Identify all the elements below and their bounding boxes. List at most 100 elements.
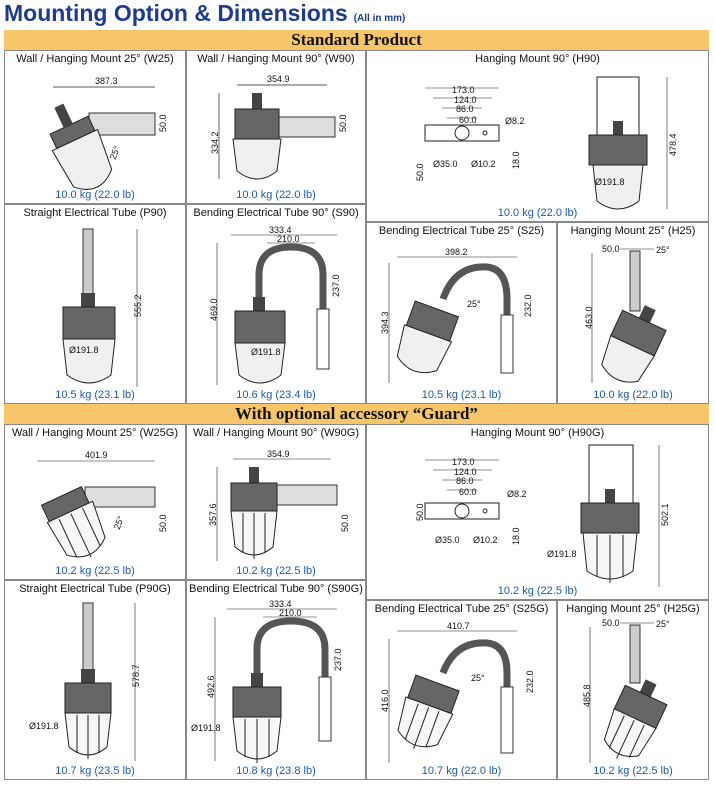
- svg-text:18.0: 18.0: [511, 151, 521, 169]
- weight-label: 10.2 kg (22.5 lb): [497, 585, 578, 597]
- svg-text:492.6: 492.6: [206, 675, 216, 698]
- cell-title: Wall / Hanging Mount 90° (W90G): [193, 427, 359, 439]
- svg-text:50.0: 50.0: [415, 503, 425, 521]
- weight-label: 10.5 kg (23.1 lb): [421, 389, 502, 401]
- page-title: Mounting Option & Dimensions (All in mm): [4, 0, 405, 28]
- cell-h25: Hanging Mount 25° (H25) 50.0 25° 463.0 1…: [557, 222, 709, 404]
- svg-text:578.7: 578.7: [131, 664, 141, 687]
- cell-h90: Hanging Mount 90° (H90) 173.0 124.0 86.0…: [366, 50, 709, 222]
- cell-title: Bending Electrical Tube 25° (S25G): [374, 603, 549, 615]
- svg-text:Ø10.2: Ø10.2: [473, 535, 498, 545]
- svg-text:124.0: 124.0: [454, 467, 477, 477]
- svg-text:18.0: 18.0: [511, 527, 521, 545]
- page-title-text: Mounting Option & Dimensions: [4, 0, 348, 26]
- svg-text:Ø35.0: Ø35.0: [433, 159, 458, 169]
- drawing-w90g: 354.9 50.0 357.6: [208, 449, 350, 561]
- units-note: (All in mm): [353, 13, 406, 24]
- cell-h90g: Hanging Mount 90° (H90G) 173.0 124.0 86.…: [366, 424, 709, 600]
- cell-w25g: Wall / Hanging Mount 25° (W25G) 401.9 50…: [4, 424, 186, 580]
- svg-text:232.0: 232.0: [525, 670, 535, 693]
- svg-text:401.9: 401.9: [85, 450, 108, 460]
- cell-s25: Bending Electrical Tube 25° (S25) 398.2 …: [366, 222, 557, 404]
- weight-label: 10.0 kg (22.0 lb): [497, 207, 578, 219]
- svg-text:25°: 25°: [112, 514, 126, 531]
- svg-text:333.4: 333.4: [269, 225, 292, 235]
- svg-text:485.8: 485.8: [582, 684, 592, 707]
- svg-text:210.0: 210.0: [277, 234, 300, 244]
- drawing-h25g: 50.0 25° 485.8: [582, 618, 670, 763]
- drawing-h90g: 173.0 124.0 86.0 60.0 Ø8.2 Ø35.0 Ø10.2 5…: [415, 444, 670, 587]
- section-header-standard: Standard Product: [4, 30, 709, 50]
- svg-text:25°: 25°: [471, 673, 485, 683]
- drawing-h25: 50.0 25° 463.0: [584, 244, 670, 383]
- svg-text:416.0: 416.0: [380, 689, 390, 712]
- svg-text:469.0: 469.0: [209, 298, 219, 321]
- svg-text:Ø191.8: Ø191.8: [191, 723, 221, 733]
- svg-text:173.0: 173.0: [452, 457, 475, 467]
- svg-text:60.0: 60.0: [459, 115, 477, 125]
- svg-text:25°: 25°: [656, 619, 670, 629]
- cell-title: Bending Electrical Tube 25° (S25): [378, 225, 545, 237]
- svg-text:50.0: 50.0: [338, 114, 348, 132]
- svg-text:387.3: 387.3: [95, 76, 118, 86]
- cell-title: Straight Electrical Tube (P90): [23, 207, 167, 219]
- cell-w90: Wall / Hanging Mount 90° (W90) 354.9 50.…: [186, 50, 366, 204]
- svg-text:86.0: 86.0: [456, 476, 474, 486]
- weight-label: 10.2 kg (22.5 lb): [593, 765, 673, 777]
- weight-label: 10.7 kg (22.0 lb): [421, 765, 502, 777]
- svg-text:463.0: 463.0: [584, 306, 594, 329]
- svg-text:237.0: 237.0: [333, 648, 343, 671]
- svg-text:237.0: 237.0: [331, 274, 341, 297]
- cell-p90g: Straight Electrical Tube (P90G) Ø191.8 5…: [4, 580, 186, 780]
- weight-label: 10.2 kg (22.5 lb): [55, 565, 135, 577]
- cell-title: Wall / Hanging Mount 25° (W25G): [12, 427, 178, 439]
- cell-title: Hanging Mount 25° (H25G): [566, 603, 700, 615]
- cell-s90: Bending Electrical Tube 90° (S90) 333.4 …: [186, 204, 366, 404]
- drawing-s90: 333.4 210.0 237.0 469.0 Ø191.8: [209, 225, 341, 385]
- cell-w25: Wall / Hanging Mount 25° (W25) 387.3 50.…: [4, 50, 186, 204]
- svg-text:25°: 25°: [108, 144, 122, 161]
- svg-text:210.0: 210.0: [279, 608, 302, 618]
- cell-s90g: Bending Electrical Tube 90° (S90G) 333.4…: [186, 580, 366, 780]
- svg-text:Ø191.8: Ø191.8: [547, 549, 577, 559]
- drawing-s90g: 333.4 210.0 237.0 492.6 Ø191.8: [191, 599, 343, 763]
- svg-text:60.0: 60.0: [459, 487, 477, 497]
- svg-text:Ø8.2: Ø8.2: [507, 489, 527, 499]
- cell-title: Straight Electrical Tube (P90G): [19, 583, 171, 595]
- cell-title: Bending Electrical Tube 90° (S90G): [189, 583, 363, 595]
- cell-title: Hanging Mount 90° (H90): [475, 53, 600, 65]
- cell-title: Wall / Hanging Mount 25° (W25): [16, 53, 174, 65]
- weight-label: 10.7 kg (23.5 lb): [55, 765, 135, 777]
- svg-text:Ø191.8: Ø191.8: [595, 177, 625, 187]
- svg-text:50.0: 50.0: [340, 514, 350, 532]
- svg-text:394.3: 394.3: [380, 311, 390, 334]
- drawing-w25: 387.3 50.0 25°: [49, 76, 168, 190]
- weight-label: 10.8 kg (23.8 lb): [236, 765, 316, 777]
- section-header-guard: With optional accessory “Guard”: [4, 404, 709, 424]
- drawing-w90: 354.9 50.0 334.2: [210, 74, 348, 180]
- cell-w90g: Wall / Hanging Mount 90° (W90G) 354.9 50…: [186, 424, 366, 580]
- weight-label: 10.5 kg (23.1 lb): [55, 389, 135, 401]
- svg-text:173.0: 173.0: [452, 85, 475, 95]
- drawing-s25g: 410.7 25° 416.0 232.0: [380, 621, 535, 763]
- svg-text:502.1: 502.1: [660, 503, 670, 526]
- cell-h25g: Hanging Mount 25° (H25G) 50.0 25° 485.8 …: [557, 600, 709, 780]
- cell-title: Bending Electrical Tube 90° (S90): [193, 207, 359, 219]
- drawing-s25: 398.2 25° 394.3 232.0: [380, 247, 533, 383]
- svg-text:25°: 25°: [467, 299, 481, 309]
- svg-text:354.9: 354.9: [267, 74, 290, 84]
- svg-text:410.7: 410.7: [447, 621, 470, 631]
- svg-text:Ø191.8: Ø191.8: [69, 345, 99, 355]
- drawing-p90: Ø191.8 555.2: [62, 228, 143, 387]
- weight-label: 10.0 kg (22.0 lb): [236, 189, 316, 201]
- svg-text:478.4: 478.4: [668, 133, 678, 156]
- cell-title: Hanging Mount 90° (H90G): [470, 427, 605, 439]
- svg-text:334.2: 334.2: [210, 131, 220, 154]
- svg-text:398.2: 398.2: [445, 247, 468, 257]
- weight-label: 10.0 kg (22.0 lb): [593, 389, 673, 401]
- svg-text:Ø191.8: Ø191.8: [251, 347, 281, 357]
- svg-text:357.6: 357.6: [208, 503, 218, 526]
- svg-text:555.2: 555.2: [133, 294, 143, 317]
- svg-text:333.4: 333.4: [269, 599, 292, 609]
- svg-text:124.0: 124.0: [454, 95, 477, 105]
